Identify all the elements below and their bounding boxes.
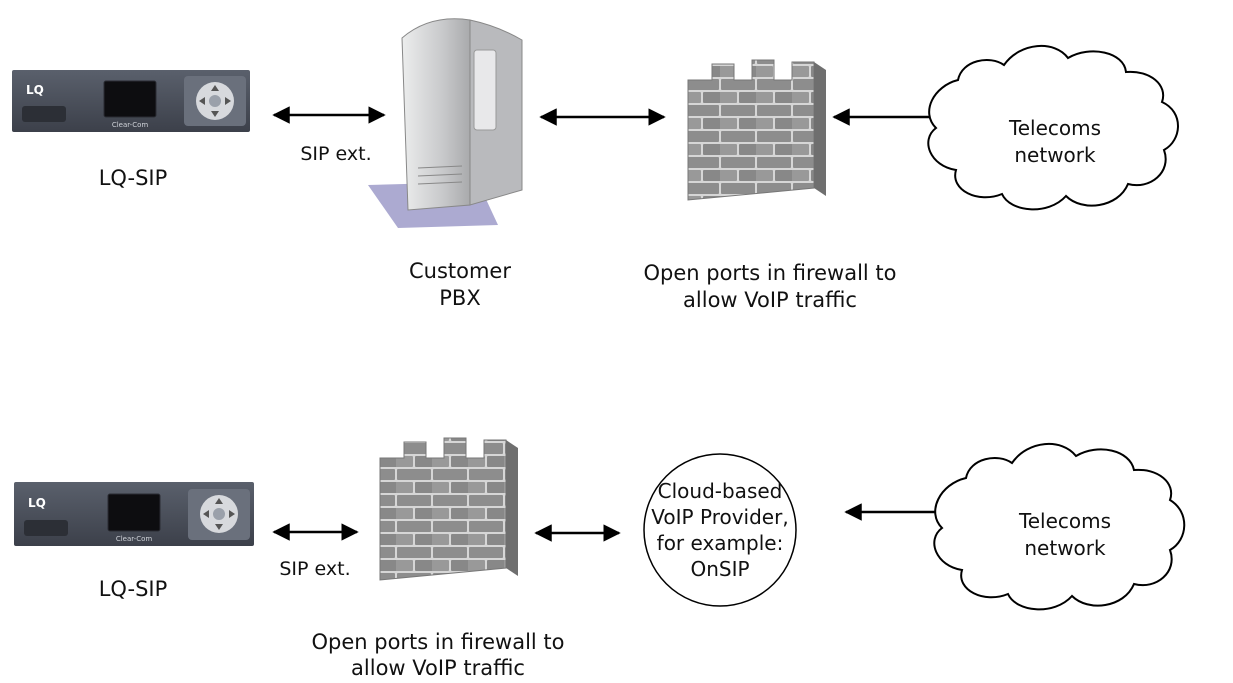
firewall-top [687,59,826,201]
cloud-label-bottom-line2: network [1024,536,1106,560]
voip-provider-circle [643,453,797,607]
provider-label-line3: for example: [656,531,784,555]
telecoms-cloud-top [927,45,1179,211]
provider-label-line4: OnSIP [690,557,750,581]
maker-text: Clear-Com [116,535,153,543]
pbx-label-line1: Customer [408,259,511,283]
lq-sip-label-top: LQ-SIP [98,166,168,190]
pbx-label-line2: PBX [439,286,481,310]
lq-sip-device-top: LQ Clear-Com [12,70,250,132]
provider-label-line1: Cloud-based [657,479,783,503]
telecoms-cloud-bottom [933,443,1186,611]
firewall-label-bottom-line2: allow VoIP traffic [351,656,525,680]
lq-brand-text: LQ [28,496,46,510]
pbx-server [368,18,523,228]
maker-text: Clear-Com [112,121,149,129]
cloud-label-bottom-line1: Telecoms [1018,509,1112,533]
firewall-label-bottom-line1: Open ports in firewall to [311,630,565,654]
lq-brand-text: LQ [26,83,44,97]
firewall-label-top-line1: Open ports in firewall to [643,261,897,285]
provider-label-line2: VoIP Provider, [651,505,789,529]
lq-sip-device-bottom: LQ Clear-Com [14,482,254,546]
lq-sip-label-bottom: LQ-SIP [98,577,168,601]
firewall-bottom [379,437,518,581]
cloud-label-top-line2: network [1014,143,1096,167]
sip-ext-label-top: SIP ext. [300,143,372,165]
firewall-label-top-line2: allow VoIP traffic [683,288,857,312]
sip-ext-label-bottom: SIP ext. [279,558,351,580]
cloud-label-top-line1: Telecoms [1008,116,1102,140]
